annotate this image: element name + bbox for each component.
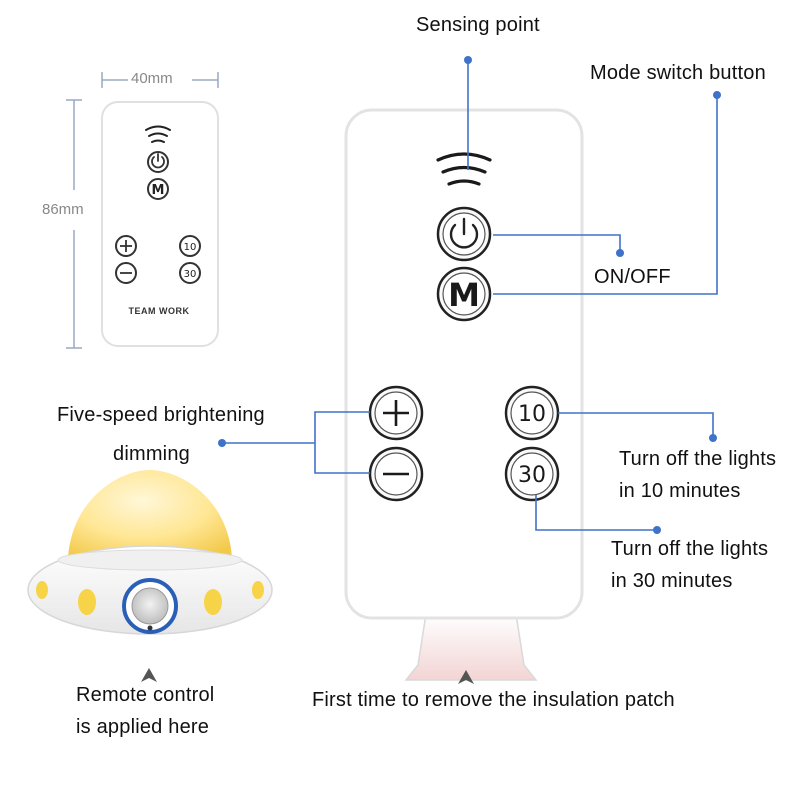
timer-30-button[interactable]: 30 bbox=[504, 446, 560, 502]
timer-10-label: 10 bbox=[518, 402, 546, 427]
small-power-button[interactable] bbox=[147, 151, 169, 173]
small-minus-button[interactable] bbox=[115, 262, 137, 284]
timer-10-button[interactable]: 10 bbox=[504, 385, 560, 441]
mode-button-label: M bbox=[448, 276, 480, 314]
remote-applied-label-line1: Remote control bbox=[76, 684, 215, 706]
small-30-label: 30 bbox=[184, 269, 197, 280]
lamp-pointer-arrow-icon bbox=[141, 668, 157, 682]
width-dimension bbox=[101, 72, 219, 88]
tab-pointer-arrow-icon bbox=[458, 670, 474, 684]
five-speed-label-line2: dimming bbox=[113, 443, 190, 465]
dim-minus-button[interactable] bbox=[368, 446, 424, 502]
off-10-label-line1: Turn off the lights bbox=[619, 448, 777, 470]
off-10-label-line2: in 10 minutes bbox=[619, 480, 741, 502]
signal-icon bbox=[436, 152, 492, 186]
leader-mode bbox=[493, 95, 718, 295]
width-label: 40mm bbox=[131, 70, 173, 87]
small-mode-label: M bbox=[152, 183, 165, 198]
large-remote-figure: M 10 30 bbox=[340, 100, 590, 700]
small-plus-button[interactable] bbox=[115, 235, 137, 257]
ufo-lamp-figure bbox=[20, 460, 290, 660]
small-10-label: 10 bbox=[184, 242, 197, 253]
lamp-dome bbox=[68, 470, 232, 558]
ufo-lamp-svg bbox=[27, 470, 273, 635]
small-remote-body bbox=[101, 101, 219, 347]
lamp-remote-receiver bbox=[122, 578, 178, 634]
mode-button[interactable]: M bbox=[436, 266, 492, 322]
leader-onoff bbox=[493, 234, 621, 253]
brighten-plus-button[interactable] bbox=[368, 385, 424, 441]
height-dimension bbox=[66, 99, 82, 349]
on-off-label: ON/OFF bbox=[594, 266, 671, 288]
leader-five-speed bbox=[314, 411, 370, 474]
five-speed-label-line1: Five-speed brightening bbox=[57, 404, 265, 426]
small-10-button[interactable]: 10 bbox=[179, 235, 201, 257]
small-signal-icon bbox=[145, 125, 171, 143]
mode-switch-label: Mode switch button bbox=[590, 62, 766, 84]
lamp-side-lights bbox=[36, 581, 264, 615]
timer-30-label: 30 bbox=[518, 463, 546, 488]
remote-applied-label-line2: is applied here bbox=[76, 716, 210, 738]
height-label: 86mm bbox=[42, 201, 84, 218]
insulation-patch-label: First time to remove the insulation patc… bbox=[312, 689, 675, 711]
leader-30 bbox=[535, 495, 657, 531]
power-button[interactable] bbox=[436, 206, 492, 262]
small-brand-label: TEAM WORK bbox=[129, 306, 190, 316]
leader-dots bbox=[218, 56, 721, 534]
small-mode-button[interactable]: M bbox=[147, 178, 169, 200]
small-30-button[interactable]: 30 bbox=[179, 262, 201, 284]
off-30-label-line2: in 30 minutes bbox=[611, 570, 733, 592]
off-30-label-line1: Turn off the lights bbox=[611, 538, 769, 560]
sensing-point-label: Sensing point bbox=[416, 14, 540, 36]
small-remote-figure: M 10 30 TEAM WORK bbox=[60, 60, 240, 360]
leader-10 bbox=[558, 412, 714, 438]
small-remote-svg: M 10 30 TEAM WORK bbox=[66, 72, 219, 349]
large-remote-svg: M 10 30 bbox=[344, 108, 584, 681]
